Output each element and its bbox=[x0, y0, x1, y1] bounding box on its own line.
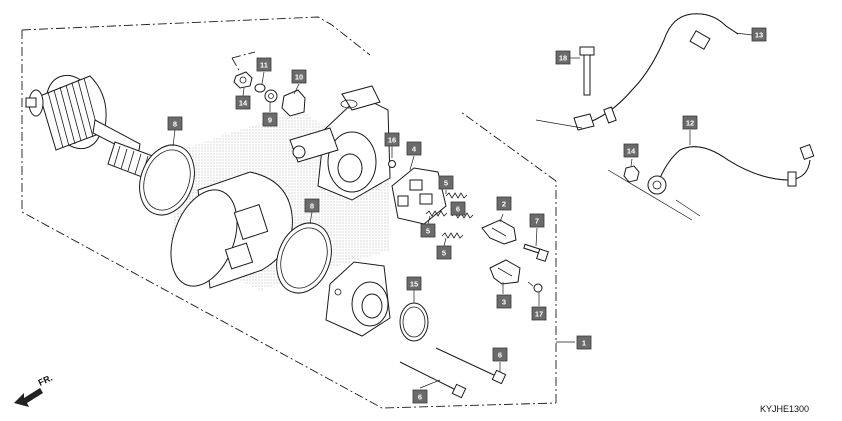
diagram-code: KYJHE1300 bbox=[760, 404, 809, 414]
callout-2: 2 bbox=[496, 196, 512, 211]
svg-text:14: 14 bbox=[239, 99, 248, 108]
callout-15: 15 bbox=[406, 276, 422, 291]
callout-5b: 5 bbox=[420, 223, 436, 238]
bolt-17 bbox=[527, 281, 543, 293]
brush-terminal-2 bbox=[481, 219, 517, 245]
armature bbox=[25, 74, 159, 181]
svg-text:5: 5 bbox=[426, 227, 430, 236]
callout-10: 10 bbox=[291, 69, 307, 84]
callout-3: 3 bbox=[496, 294, 512, 309]
bolt-18 bbox=[579, 46, 595, 96]
callout-7: 7 bbox=[529, 213, 545, 228]
svg-text:6: 6 bbox=[456, 205, 460, 214]
o-ring-15 bbox=[399, 302, 429, 342]
callout-11: 11 bbox=[256, 57, 272, 72]
svg-text:11: 11 bbox=[260, 61, 268, 70]
svg-text:9: 9 bbox=[268, 116, 272, 125]
callout-6b: 6 bbox=[492, 347, 508, 362]
svg-text:18: 18 bbox=[559, 54, 567, 63]
svg-text:17: 17 bbox=[535, 310, 543, 319]
callout-5a: 5 bbox=[438, 175, 454, 190]
assembly-boundary bbox=[21, 16, 557, 409]
direction-label: FR. bbox=[37, 373, 54, 388]
svg-text:12: 12 bbox=[686, 119, 694, 128]
svg-text:8: 8 bbox=[173, 120, 177, 129]
small-washers bbox=[233, 71, 306, 117]
callout-8b: 8 bbox=[304, 198, 320, 213]
svg-text:7: 7 bbox=[535, 217, 539, 226]
svg-text:14: 14 bbox=[627, 147, 636, 156]
svg-text:2: 2 bbox=[502, 200, 506, 209]
callout-16: 16 bbox=[384, 132, 400, 147]
rear-cover bbox=[325, 261, 391, 337]
front-cover bbox=[289, 85, 391, 201]
svg-text:8: 8 bbox=[310, 202, 314, 211]
svg-text:16: 16 bbox=[388, 136, 396, 145]
callout-1: 1 bbox=[576, 335, 592, 350]
svg-text:6: 6 bbox=[498, 351, 502, 360]
callout-18: 18 bbox=[555, 50, 571, 65]
front-direction-indicator: FR. bbox=[14, 373, 54, 407]
svg-text:5: 5 bbox=[444, 179, 448, 188]
yoke-housing bbox=[170, 171, 293, 289]
callout-9: 9 bbox=[262, 112, 278, 127]
svg-text:15: 15 bbox=[410, 280, 418, 289]
svg-text:10: 10 bbox=[295, 73, 303, 82]
ground-cable-12 bbox=[647, 144, 815, 195]
brush-terminal-3 bbox=[489, 259, 521, 285]
starter-cable-13 bbox=[573, 13, 739, 131]
svg-text:5: 5 bbox=[442, 249, 446, 258]
svg-text:1: 1 bbox=[582, 339, 586, 348]
long-bolt-lower bbox=[399, 361, 467, 399]
brush-holder bbox=[391, 167, 447, 225]
washer-16 bbox=[388, 160, 396, 168]
bolt-7 bbox=[523, 243, 549, 262]
nut-14b bbox=[623, 165, 640, 183]
o-ring-8a bbox=[139, 144, 195, 216]
callout-12: 12 bbox=[682, 115, 698, 130]
svg-text:4: 4 bbox=[412, 145, 417, 154]
callout-4: 4 bbox=[406, 141, 422, 156]
svg-text:3: 3 bbox=[502, 298, 506, 307]
callout-13: 13 bbox=[751, 27, 767, 42]
callout-5c: 5 bbox=[436, 245, 452, 260]
callout-8a: 8 bbox=[167, 116, 183, 131]
callout-17: 17 bbox=[531, 306, 547, 321]
callout-6c: 6 bbox=[412, 389, 428, 404]
callout-14b: 14 bbox=[623, 143, 639, 158]
svg-text:6: 6 bbox=[418, 393, 422, 402]
callout-14a: 14 bbox=[235, 95, 251, 110]
svg-text:13: 13 bbox=[755, 31, 763, 40]
o-ring-8b bbox=[276, 222, 332, 294]
callout-6: 6 bbox=[450, 201, 466, 216]
long-bolt-upper bbox=[435, 347, 507, 385]
